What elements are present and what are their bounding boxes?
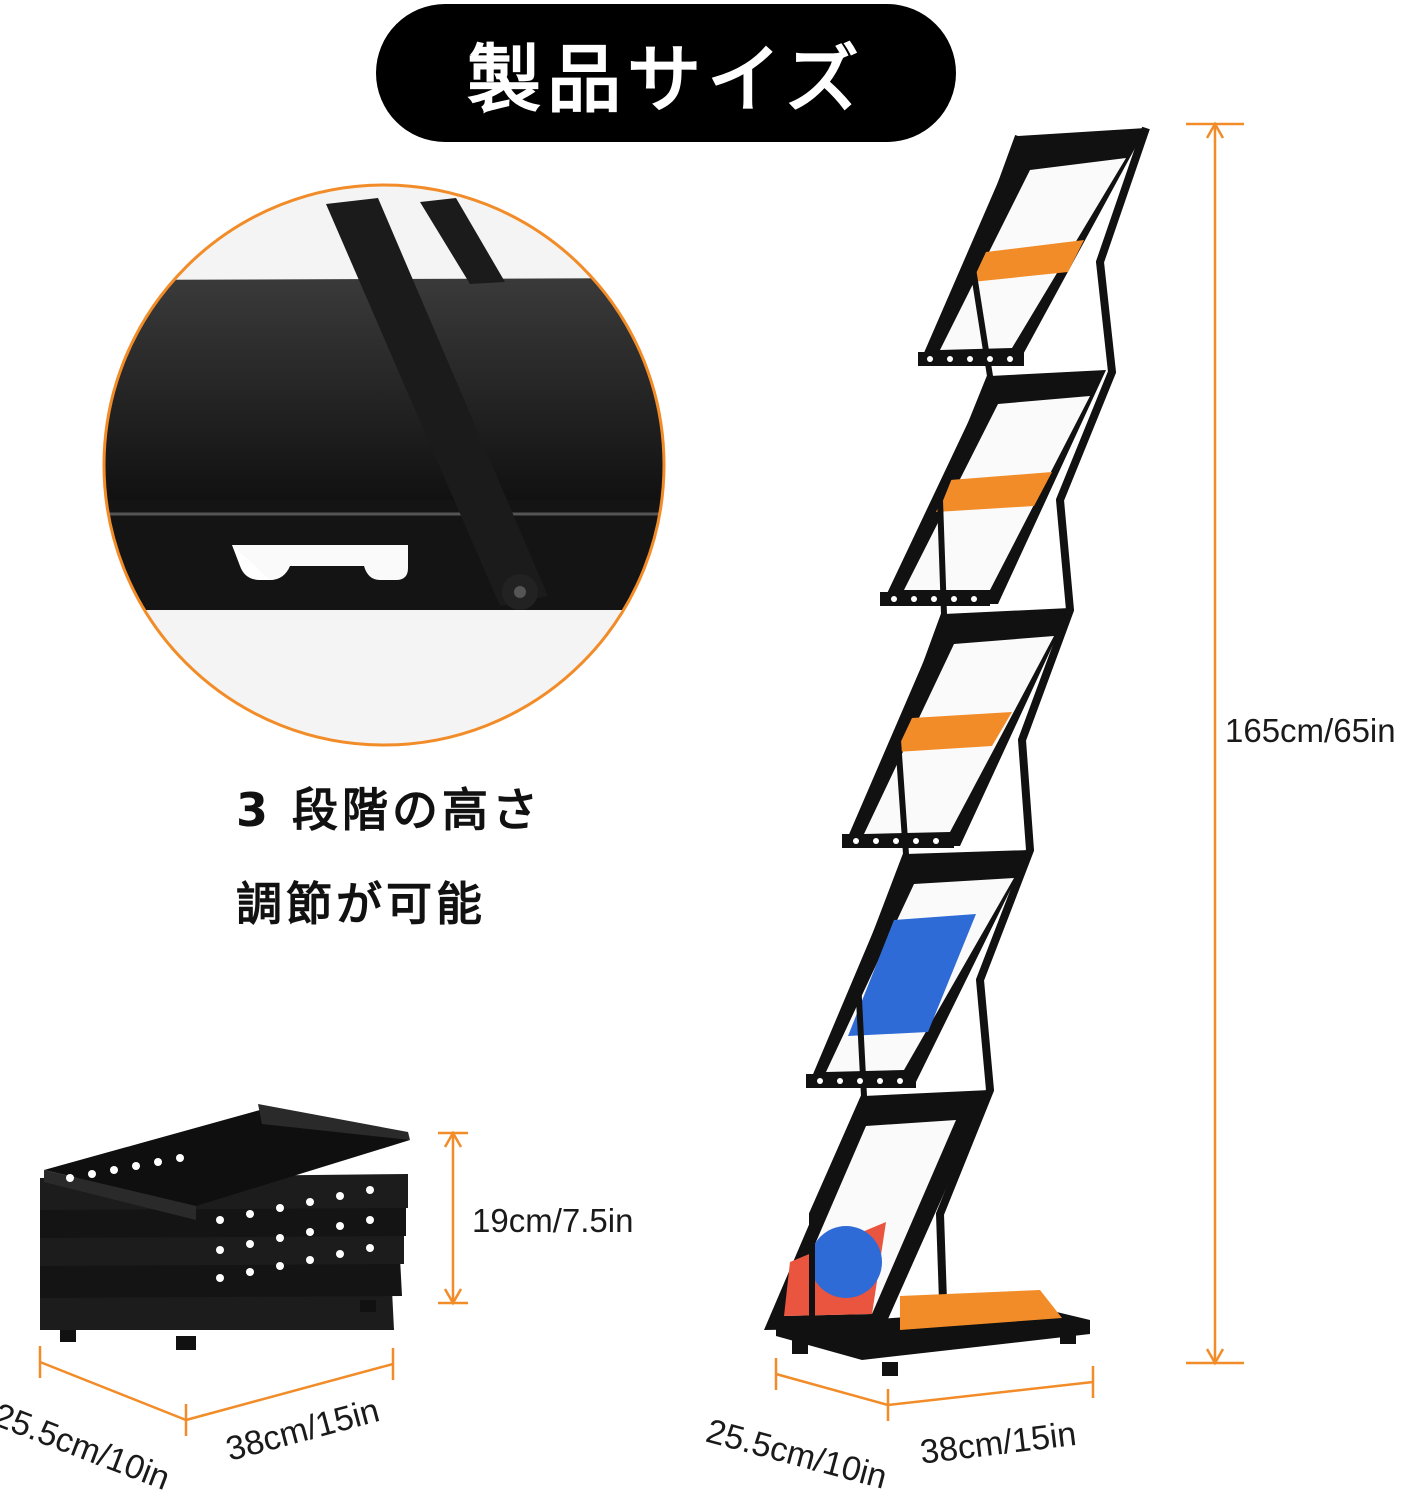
stand-tier: [808, 850, 1030, 1086]
stand-tier: [920, 128, 1146, 362]
zoom-detail-circle: [102, 183, 666, 747]
feature-line-2: 調節が可能: [236, 877, 486, 931]
folded-stand-illustration: [40, 1104, 410, 1350]
unfolded-stand-illustration: [764, 126, 1150, 1376]
title-pill: 製品サイズ: [376, 4, 956, 142]
dimension-height-open: 165cm/65in: [1225, 712, 1396, 749]
feature-line-1: 3 段階の高さ: [236, 783, 543, 837]
dimension-height-folded: 19cm/7.5in: [472, 1202, 634, 1239]
page-title: 製品サイズ: [467, 36, 865, 123]
stand-tier: [844, 608, 1070, 846]
dimension-lines: [38, 121, 1244, 1436]
stand-tier: [882, 370, 1106, 604]
